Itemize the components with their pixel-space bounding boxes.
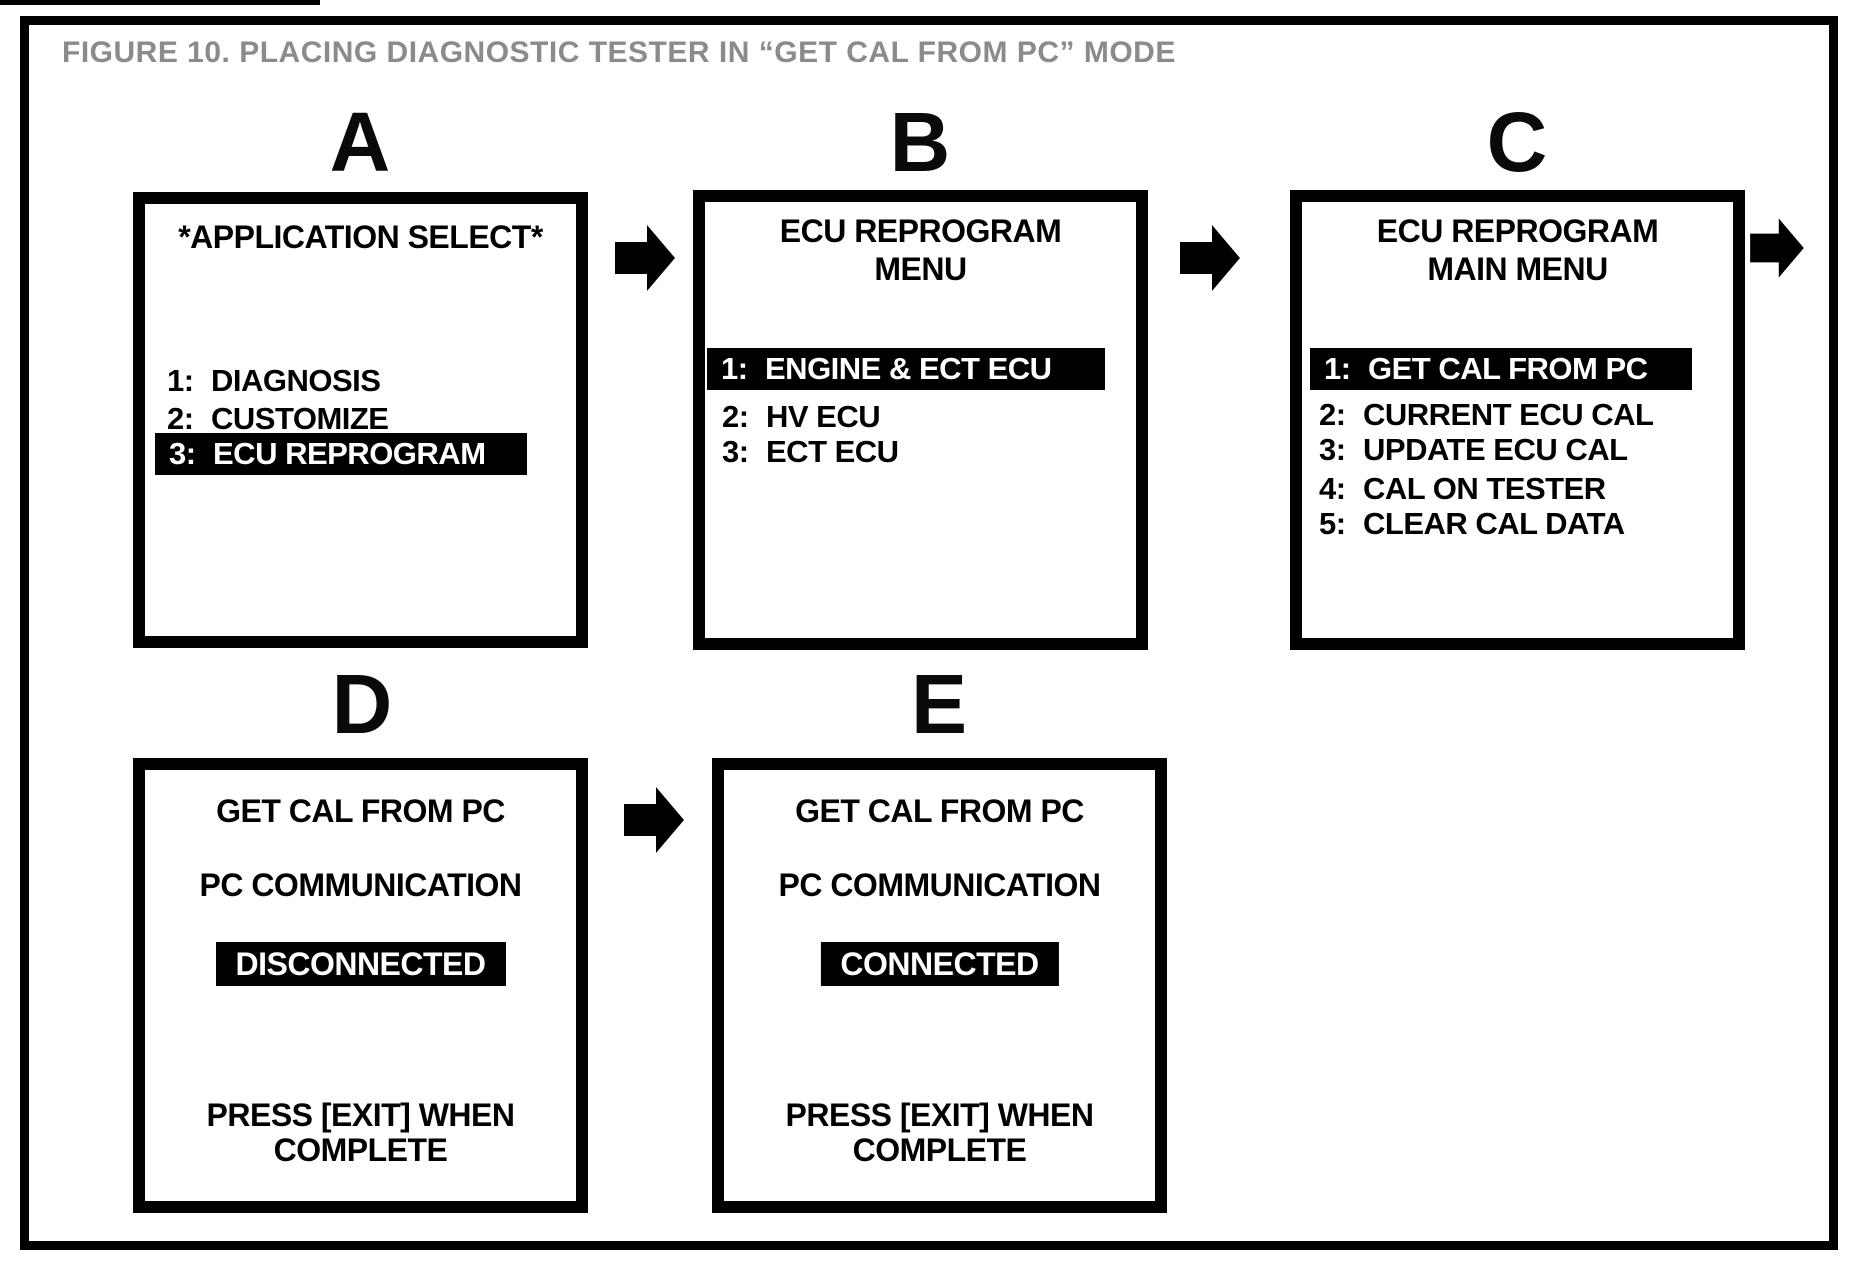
menu-item: 2: HV ECU [722,399,881,434]
menu-item-number: 3: [169,435,196,471]
flow-arrow-right-icon [624,787,684,853]
tester-screen-d: GET CAL FROM PC PC COMMUNICATION DISCONN… [133,758,588,1213]
status-badge-connected: CONNECTED [820,942,1059,986]
step-label-d: D [331,657,393,751]
screen-e-footer-line2: COMPLETE [852,1132,1027,1168]
step-label-a: A [329,95,391,189]
menu-item: 3: ECT ECU [722,434,899,469]
menu-item: 4: CAL ON TESTER [1319,471,1606,506]
screen-b-title-line1: ECU REPROGRAM [779,213,1062,249]
menu-item-selected: 1: ENGINE & ECT ECU [707,348,1105,390]
menu-item-number: 2: [1319,397,1346,432]
flow-arrow-right-icon [615,225,675,291]
menu-item-text: CURRENT ECU CAL [1363,397,1654,432]
screen-e-line2: PC COMMUNICATION [778,867,1101,903]
menu-item: 5: CLEAR CAL DATA [1319,506,1625,541]
screen-e-line1: GET CAL FROM PC [795,793,1084,829]
menu-item-number: 3: [722,434,749,469]
menu-item-text: CLEAR CAL DATA [1363,506,1625,541]
figure-caption: FIGURE 10. PLACING DIAGNOSTIC TESTER IN … [62,36,1176,69]
menu-item-text: DIAGNOSIS [211,363,381,398]
screen-a-title: *APPLICATION SELECT* [178,219,543,255]
flow-arrow-right-icon [1750,218,1804,278]
menu-item: 2: CUSTOMIZE [167,401,389,436]
tester-screen-b: ECU REPROGRAM MENU 1: ENGINE & ECT ECU 2… [693,190,1148,650]
screen-d-footer-line1: PRESS [EXIT] WHEN [206,1097,515,1133]
menu-item-text: CUSTOMIZE [211,401,389,436]
menu-item-selected: 3: ECU REPROGRAM [155,433,527,475]
menu-item-text: HV ECU [766,399,881,434]
screen-d-footer-line2: COMPLETE [273,1132,448,1168]
menu-item-number: 4: [1319,471,1346,506]
screen-b-title-line2: MENU [874,251,967,287]
menu-item-number: 1: [167,363,194,398]
menu-item: 3: UPDATE ECU CAL [1319,432,1628,467]
menu-item-number: 5: [1319,506,1346,541]
menu-item-text: ECU REPROGRAM [213,435,486,471]
screen-d-line1: GET CAL FROM PC [216,793,505,829]
tester-screen-a: *APPLICATION SELECT* 1: DIAGNOSIS 2: CUS… [133,192,588,648]
menu-item-text: GET CAL FROM PC [1368,350,1648,386]
menu-item-text: ECT ECU [766,434,899,469]
menu-item-number: 2: [167,401,194,436]
menu-item-text: ENGINE & ECT ECU [765,350,1052,386]
step-label-b: B [889,95,951,189]
tester-screen-e: GET CAL FROM PC PC COMMUNICATION CONNECT… [712,758,1167,1213]
menu-item: 2: CURRENT ECU CAL [1319,397,1654,432]
menu-item-text: UPDATE ECU CAL [1363,432,1628,467]
status-badge-disconnected: DISCONNECTED [215,942,506,986]
menu-item-text: CAL ON TESTER [1363,471,1606,506]
menu-item: 1: DIAGNOSIS [167,363,381,398]
menu-item-number: 2: [722,399,749,434]
screen-c-title-line2: MAIN MENU [1427,251,1608,287]
flow-arrow-right-icon [1180,225,1240,291]
step-label-c: C [1486,95,1548,189]
scan-artifact-strip [0,0,320,5]
tester-screen-c: ECU REPROGRAM MAIN MENU 1: GET CAL FROM … [1290,190,1745,650]
step-label-e: E [910,657,968,751]
screen-c-title-line1: ECU REPROGRAM [1376,213,1659,249]
screen-e-footer-line1: PRESS [EXIT] WHEN [785,1097,1094,1133]
menu-item-number: 3: [1319,432,1346,467]
menu-item-number: 1: [1324,350,1351,386]
menu-item-number: 1: [721,350,748,386]
screen-d-line2: PC COMMUNICATION [199,867,522,903]
menu-item-selected: 1: GET CAL FROM PC [1310,348,1692,390]
